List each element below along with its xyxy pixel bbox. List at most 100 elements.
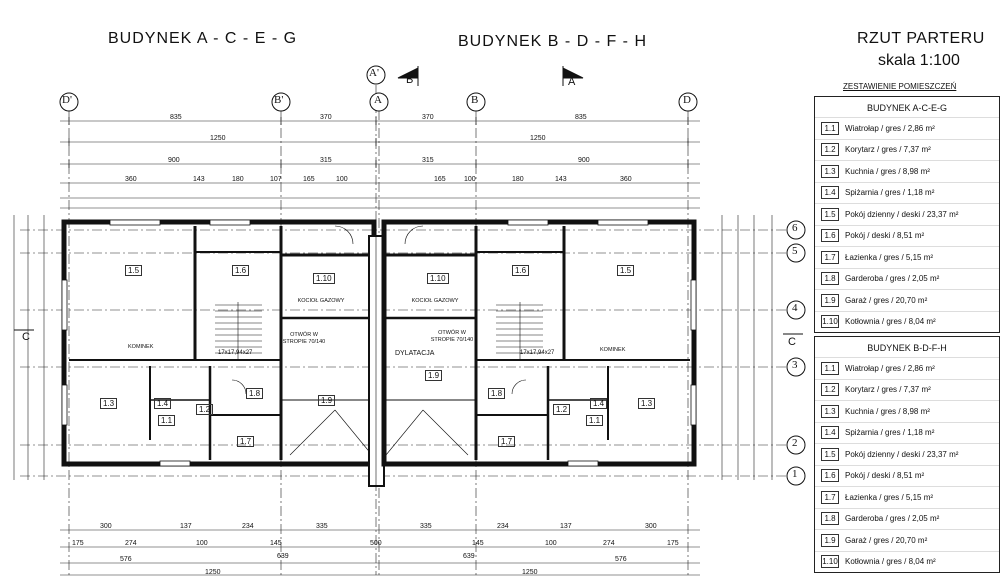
dim-bottom-row1-5: 234: [497, 523, 509, 530]
section-marker-b: B: [406, 74, 414, 86]
dim-bottom-row2-1: 274: [125, 540, 137, 547]
stairs-label: 17x17,94x27: [218, 350, 253, 356]
legend-room-number: 1.5: [821, 447, 839, 461]
fireplace-label: KOMINEK: [600, 347, 626, 353]
dim-top-row1-1: 370: [320, 114, 332, 121]
legend-room-number: 1.1: [821, 121, 839, 135]
legend-room-description: Spiżarnia / gres / 1,18 m²: [845, 188, 935, 198]
dim-bottom-row2-8: 175: [667, 540, 679, 547]
legend-room-number: 1.5: [821, 207, 839, 221]
room-label: 1.8: [488, 388, 506, 399]
dim-bottom-row1-3: 335: [316, 523, 328, 530]
dim-top-row3-3: 900: [578, 157, 590, 164]
legend-row: 1.4 Spiżarnia / gres / 1,18 m²: [815, 181, 999, 204]
room-label: 1.1: [158, 415, 176, 426]
axis-label-a-prime: A': [369, 67, 379, 79]
room-label: 1.2: [196, 404, 214, 415]
axis-label-6: 6: [792, 222, 798, 234]
dim-top-row4-3: 107: [270, 176, 282, 183]
dim-bottom-row3-1: 576: [615, 556, 627, 563]
legend-room-number: 1.3: [821, 164, 839, 178]
room-label: 1.10: [313, 273, 335, 284]
room-label: 1.4: [154, 398, 172, 409]
dim-top-row3-1: 315: [320, 157, 332, 164]
section-marker-a: A: [568, 76, 576, 88]
title-center: BUDYNEK B - D - F - H: [458, 33, 648, 50]
legend-room-description: Spiżarnia / gres / 1,18 m²: [845, 428, 935, 438]
legend-room-number: 1.9: [821, 293, 839, 307]
room-label: 1.6: [512, 265, 530, 276]
expansion-joint-label: DYLATACJA: [395, 350, 435, 357]
legend-room-description: Garaż / gres / 20,70 m²: [845, 295, 928, 305]
room-label: 1.3: [638, 398, 656, 409]
dim-top-row4-6: 165: [434, 176, 446, 183]
axis-label-b-prime: B': [274, 94, 284, 106]
dim-bottom-row5-0: 1250: [205, 569, 221, 576]
legend-room-number: 1.10: [821, 555, 839, 569]
fireplace-label: KOMINEK: [128, 344, 154, 350]
legend-room-number: 1.4: [821, 186, 839, 200]
axis-label-1: 1: [792, 468, 798, 480]
legend-room-description: Korytarz / gres / 7,37 m²: [845, 145, 931, 155]
room-label: 1.5: [125, 265, 143, 276]
dim-top-row1-2: 370: [422, 114, 434, 121]
axis-label-d: D: [683, 94, 691, 106]
dim-top-row4-2: 180: [232, 176, 244, 183]
legend-room-description: Kotłownia / gres / 8,04 m²: [845, 557, 936, 567]
legend-row: 1.10 Kotłownia / gres / 8,04 m²: [815, 550, 999, 573]
dim-bottom-row2-2: 100: [196, 540, 208, 547]
dim-bottom-row4-0: 639: [277, 553, 289, 560]
dim-bottom-row4-1: 639: [463, 553, 475, 560]
legend-room-number: 1.7: [821, 250, 839, 264]
ceiling-opening-label: OTWÓR W STROPIE 70/140: [430, 330, 474, 343]
dim-bottom-row2-5: 145: [472, 540, 484, 547]
dim-top-row4-4: 165: [303, 176, 315, 183]
legend-room-number: 1.3: [821, 404, 839, 418]
dim-top-row4-8: 180: [512, 176, 524, 183]
title-right-plan: RZUT PARTERU: [857, 30, 985, 47]
legend-row: 1.1 Wiatrołap / gres / 2,86 m²: [815, 117, 999, 139]
boiler-label: KOCIOŁ GAZOWY: [297, 298, 345, 304]
legend-room-description: Garderoba / gres / 2,05 m²: [845, 514, 940, 524]
legend-room-number: 1.2: [821, 383, 839, 397]
room-label: 1.10: [427, 273, 449, 284]
legend-room-number: 1.6: [821, 469, 839, 483]
legend-room-description: Garaż / gres / 20,70 m²: [845, 535, 928, 545]
dim-top-row4-0: 360: [125, 176, 137, 183]
dim-top-row2-1: 1250: [530, 135, 546, 142]
legend-room-description: Wiatrołap / gres / 2,86 m²: [845, 123, 935, 133]
dim-top-row4-1: 143: [193, 176, 205, 183]
dim-top-row4-10: 360: [620, 176, 632, 183]
ceiling-opening-label: OTWÓR W STROPIE 70/140: [282, 332, 326, 345]
dim-top-row4-9: 143: [555, 176, 567, 183]
title-right-scale: skala 1:100: [878, 52, 960, 69]
legend-room-number: 1.10: [821, 315, 839, 329]
title-left: BUDYNEK A - C - E - G: [108, 30, 298, 47]
dim-bottom-row1-7: 300: [645, 523, 657, 530]
legend-room-description: Łazienka / gres / 5,15 m²: [845, 252, 934, 262]
dim-top-row3-2: 315: [422, 157, 434, 164]
dim-top-row3-0: 900: [168, 157, 180, 164]
dim-bottom-row3-0: 576: [120, 556, 132, 563]
room-label: 1.2: [553, 404, 571, 415]
dim-top-row1-0: 835: [170, 114, 182, 121]
room-label: 1.1: [586, 415, 604, 426]
dim-bottom-row1-0: 300: [100, 523, 112, 530]
legend-room-description: Pokój dzienny / deski / 23,37 m²: [845, 209, 959, 219]
room-label: 1.7: [237, 436, 255, 447]
legend-row: 1.7 Łazienka / gres / 5,15 m²: [815, 246, 999, 268]
legend-room-number: 1.8: [821, 272, 839, 286]
dim-bottom-row1-2: 234: [242, 523, 254, 530]
